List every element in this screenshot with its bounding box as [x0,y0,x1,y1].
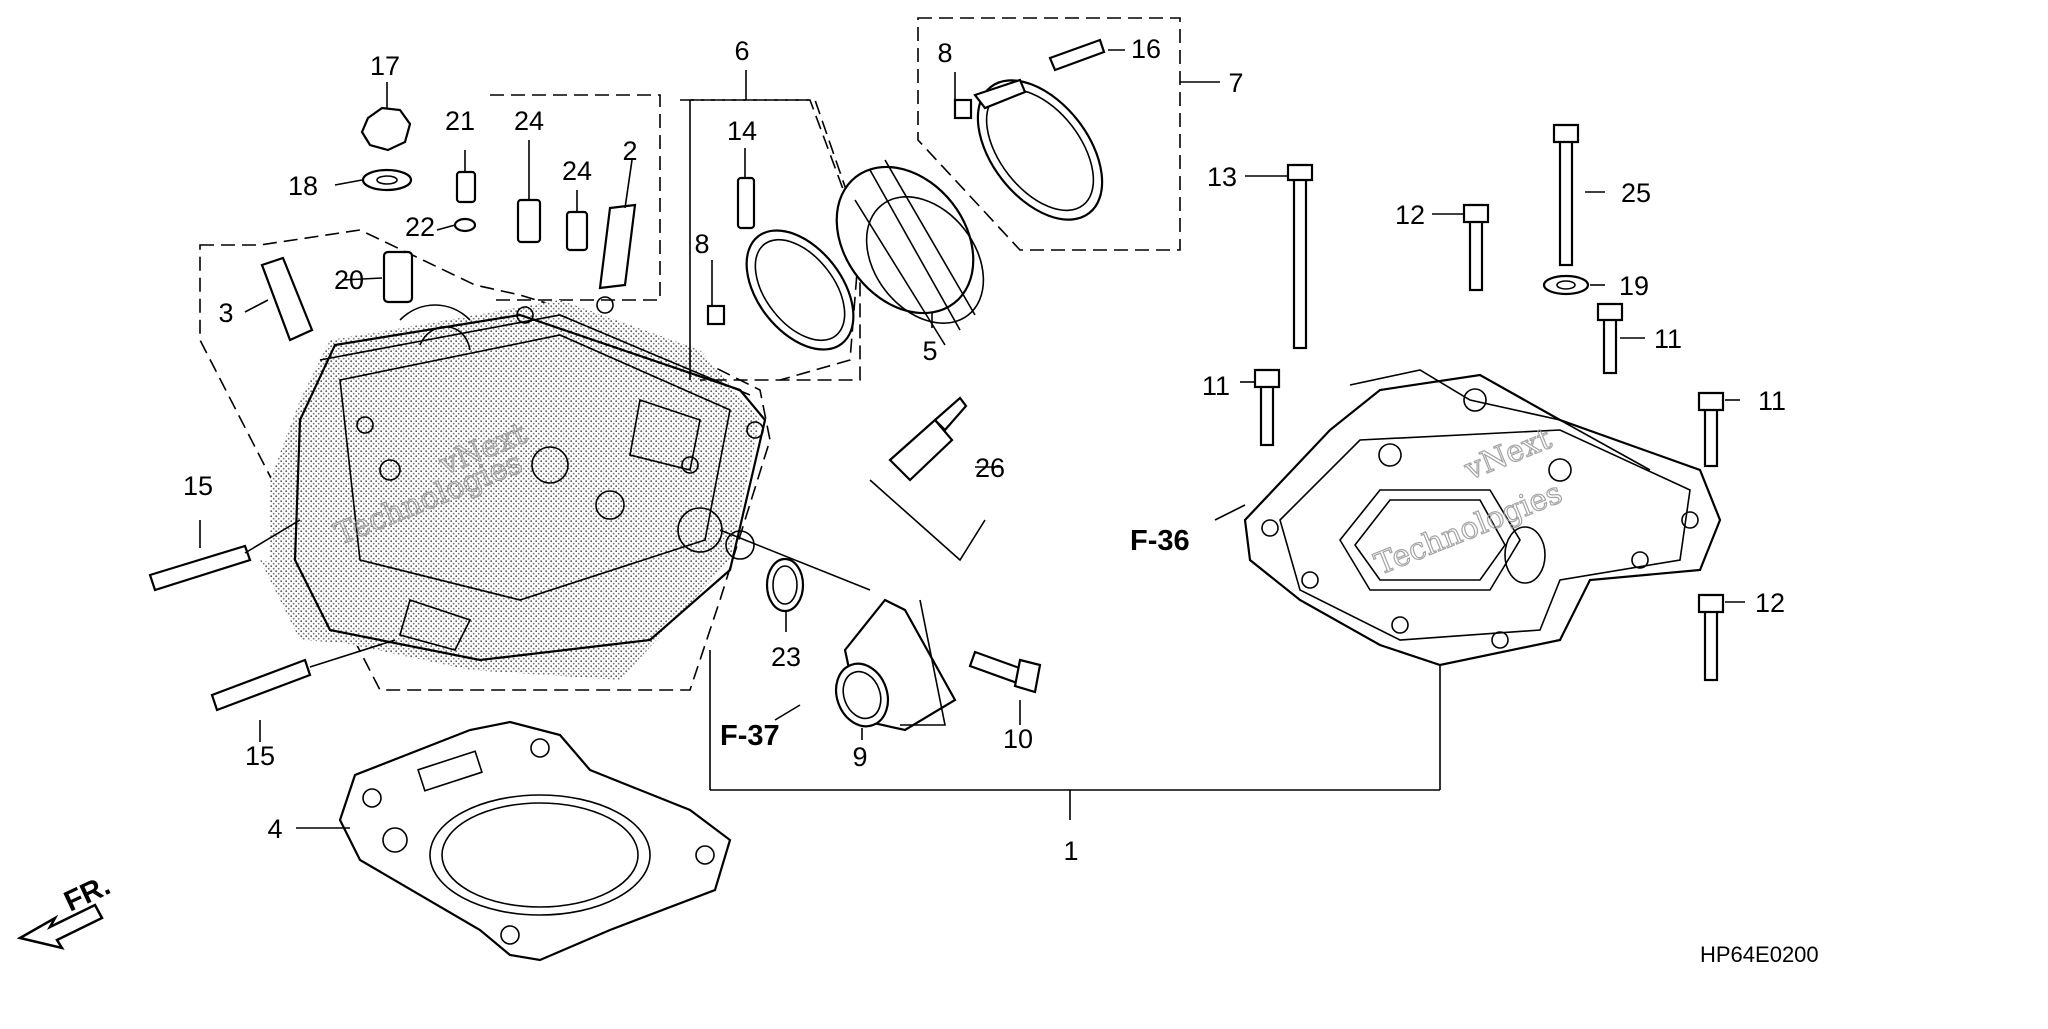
intake-joint-parts [689,17,1181,381]
part-label: 6 [734,36,749,66]
part-label: 1 [1063,836,1078,866]
cylinder-head-cover [1243,369,1722,667]
part-label: 3 [218,298,233,328]
cylinder-head-assembly [199,94,861,691]
part-label: 11 [1202,371,1230,401]
cylinder-head-gasket [338,720,732,962]
part-label: 15 [245,741,275,771]
part-label: 24 [514,106,544,136]
part-label: 5 [922,336,937,366]
part-label: 13 [1207,162,1237,192]
spark-plug [869,396,986,562]
part-number-labels: 1 2 3 4 5 6 7 8 8 9 10 11 11 11 12 12 13… [183,34,1786,866]
part-label: 17 [370,51,400,81]
front-direction-arrow-icon [16,903,104,950]
part-label: 2 [622,136,637,166]
part-label: 8 [937,38,952,68]
part-label: 22 [405,212,435,242]
part-label: 7 [1228,68,1243,98]
part-label: 14 [727,116,757,146]
part-label: 11 [1758,386,1786,416]
part-label: 20 [334,265,364,295]
stud-bolts [148,519,396,712]
part-label: 8 [694,229,709,259]
part-label: 12 [1755,588,1785,618]
part-label: 23 [771,642,801,672]
cover-bolts [1253,123,1725,682]
part-label: 9 [852,742,867,772]
part-label: 26 [975,453,1005,483]
part-label: 18 [288,171,318,201]
part-label: 24 [562,156,592,186]
part-label: 19 [1619,271,1649,301]
part-label: 25 [1621,178,1651,208]
diagram-code: HP64E0200 [1700,942,1819,967]
leader-lines [199,49,1745,829]
part-label: 21 [445,106,475,136]
part-label: 12 [1395,200,1425,230]
front-indicator-label: FR. [59,870,115,919]
part-label: 4 [267,814,282,844]
ref-label-f37: F-37 [720,720,780,752]
part-label: 16 [1131,34,1161,64]
part-label: 11 [1654,324,1682,354]
small-head-parts [260,106,637,342]
water-outlet-parts [719,529,1042,732]
part-label: 10 [1003,724,1033,754]
ref-label-f36: F-36 [1130,525,1190,557]
part-label: 15 [183,471,213,501]
